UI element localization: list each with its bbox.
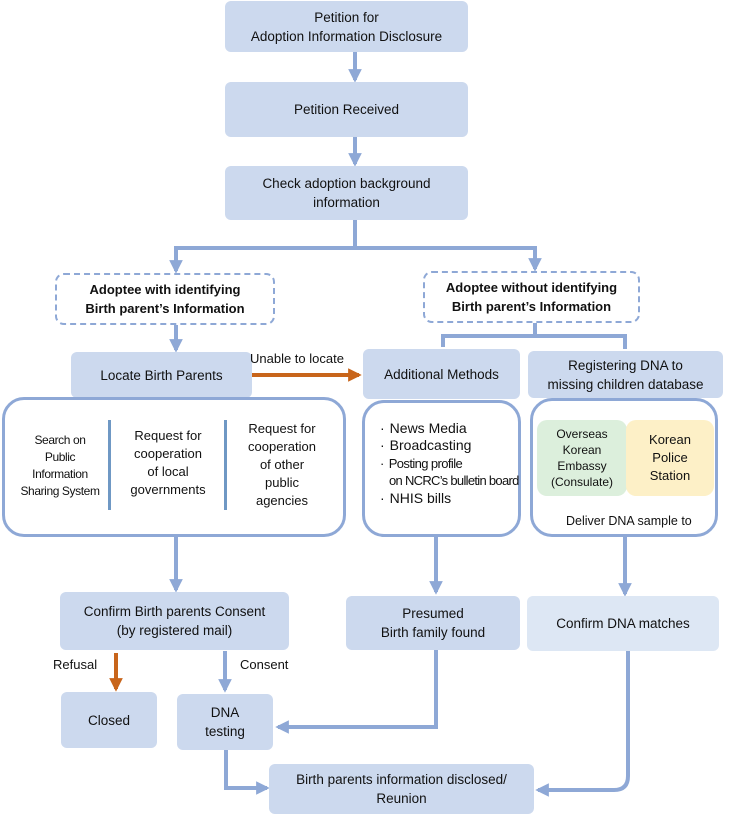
method-broadcasting: ·Broadcasting bbox=[380, 437, 472, 453]
closed-box: Closed bbox=[61, 692, 157, 748]
line-without-split bbox=[441, 323, 627, 349]
method-posting-profile: ·Posting profile bbox=[380, 456, 463, 471]
separator-1 bbox=[108, 420, 111, 510]
arrow-dna-to-disclosed bbox=[224, 750, 270, 795]
additional-methods-box: Additional Methods bbox=[363, 349, 520, 399]
deliver-dna-label: Deliver DNA sample to bbox=[566, 514, 692, 528]
korean-police-station-box: Korean Police Station bbox=[626, 420, 714, 496]
unable-to-locate-label: Unable to locate bbox=[250, 351, 344, 366]
registering-dna-box: Registering DNA to missing children data… bbox=[528, 351, 723, 398]
petition-box: Petition for Adoption Information Disclo… bbox=[225, 1, 468, 52]
request-local-item: Request for cooperation of local governm… bbox=[130, 427, 206, 497]
presumed-family-box: Presumed Birth family found bbox=[346, 596, 520, 650]
search-public-info-item: Search on Public Information Sharing Sys… bbox=[20, 432, 100, 498]
confirm-dna-matches-box: Confirm DNA matches bbox=[527, 596, 719, 651]
method-bulletin-board: on NCRC’s bulletin board bbox=[389, 473, 519, 488]
locate-birth-parents-box: Locate Birth Parents bbox=[71, 352, 252, 398]
adoptee-without-id-box: Adoptee without identifying Birth parent… bbox=[423, 271, 640, 323]
arrow-presumed-to-dna bbox=[275, 650, 438, 734]
overseas-embassy-box: Overseas Korean Embassy (Consulate) bbox=[537, 420, 627, 496]
adoptee-with-id-box: Adoptee with identifying Birth parent’s … bbox=[55, 273, 275, 325]
line-check-split bbox=[174, 220, 535, 271]
locate-methods-container bbox=[2, 397, 346, 537]
arrow-confirm-dna-to-disclosed bbox=[535, 651, 630, 797]
petition-received-box: Petition Received bbox=[225, 82, 468, 137]
separator-2 bbox=[224, 420, 227, 510]
confirm-consent-box: Confirm Birth parents Consent (by regist… bbox=[60, 592, 289, 650]
check-background-box: Check adoption background information bbox=[225, 166, 468, 220]
method-nhis-bills: ·NHIS bills bbox=[380, 490, 452, 506]
request-other-agencies-item: Request for cooperation of other public … bbox=[248, 421, 316, 508]
additional-methods-container bbox=[362, 400, 521, 537]
dna-testing-box: DNA testing bbox=[177, 694, 273, 750]
refusal-label: Refusal bbox=[53, 657, 98, 672]
method-news-media: ·News Media bbox=[380, 420, 467, 436]
consent-label: Consent bbox=[240, 657, 289, 672]
disclosed-reunion-box: Birth parents information disclosed/ Reu… bbox=[269, 764, 534, 814]
